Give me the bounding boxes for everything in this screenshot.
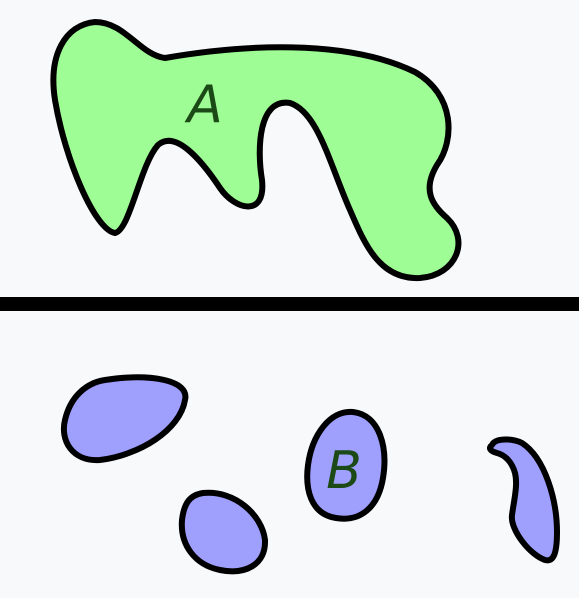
region-b-label: B (326, 441, 362, 501)
region-b-shape-1 (60, 374, 189, 464)
region-b-shape-2 (178, 489, 269, 575)
region-b-shape-4 (486, 436, 560, 564)
region-a-label: A (184, 75, 223, 135)
divider-line (0, 297, 579, 311)
region-a-shape (50, 19, 462, 282)
region-b-shape-3 (304, 408, 388, 522)
